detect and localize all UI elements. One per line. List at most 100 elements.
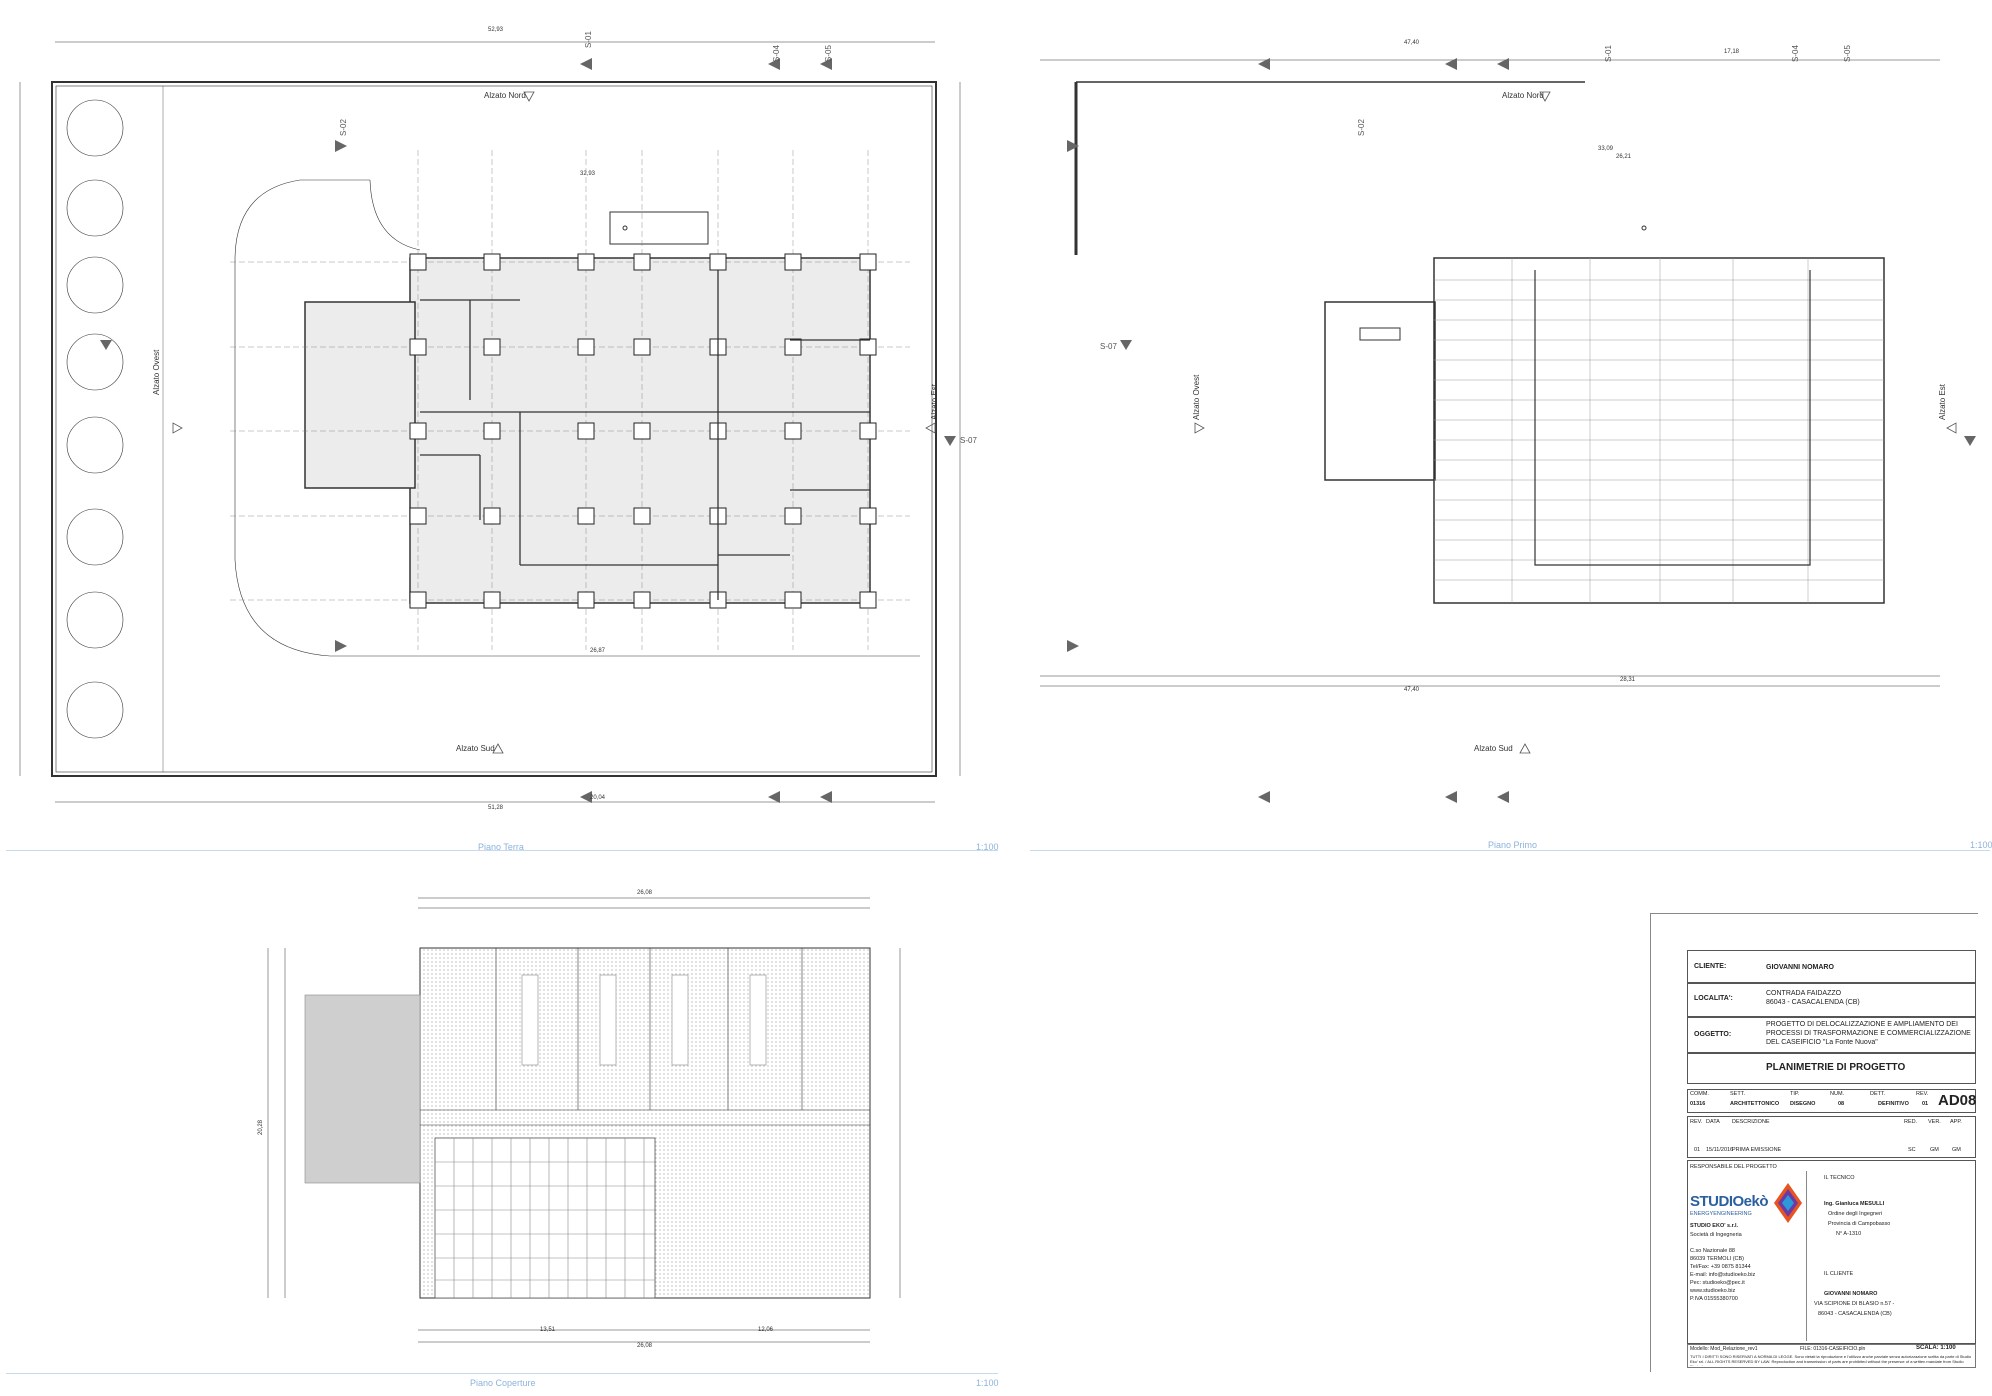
primo-top-dimension: 17,18 [1724, 49, 1740, 55]
primo-section-s04: S-04 [1791, 45, 1800, 62]
localita-label: LOCALITA': [1694, 995, 1733, 1002]
footer-scale: SCALA: 1:100 [1916, 1345, 1956, 1351]
alzato-sud-label: Alzato Sud [456, 744, 495, 753]
oggetto-line3: DEL CASEIFICIO "La Fonte Nuova" [1766, 1039, 1878, 1046]
responsabile-divider [1806, 1171, 1807, 1341]
num-value: 08 [1838, 1101, 1845, 1107]
primo-section-s07: S-07 [1100, 342, 1117, 351]
primo-sub-dimension: 26,21 [1616, 154, 1632, 160]
tecnico-name: Ing. Gianluca MESULLI [1824, 1201, 1885, 1207]
sett-label: SETT. [1730, 1091, 1745, 1097]
tecnico-number: N° A-1310 [1836, 1231, 1862, 1237]
red-col-header: RED. [1904, 1119, 1918, 1125]
section-label-s02: S-02 [339, 119, 348, 136]
il-cliente-label: IL CLIENTE [1824, 1271, 1854, 1277]
piano-primo-drawing [1040, 58, 1976, 803]
revision-red: SC [1908, 1147, 1916, 1153]
tree-symbols [66, 99, 124, 739]
overall-dimension: 52,93 [488, 27, 504, 33]
sheet-title-row: PLANIMETRIE DI PROGETTO [1687, 1052, 1976, 1084]
coperture-bottom-dim-1: 13,51 [540, 1327, 556, 1333]
localita-line1: CONTRADA FAIDAZZO [1766, 990, 1842, 997]
descrizione-col-header: DESCRIZIONE [1732, 1119, 1770, 1125]
num-label: NUM. [1830, 1091, 1845, 1097]
primo-section-s01: S-01 [1604, 45, 1613, 62]
studio-address-line: P.IVA 01555380700 [1690, 1296, 1738, 1302]
revision-date: 15/11/2016 [1706, 1147, 1734, 1153]
sheet-title: PLANIMETRIE DI PROGETTO [1766, 1062, 1906, 1073]
tip-value: DISEGNO [1790, 1101, 1816, 1107]
bottom-sub-dimension: 20,04 [590, 795, 606, 801]
rev-label: REV. [1916, 1091, 1929, 1097]
piano-terra-scale: 1:100 [976, 842, 999, 852]
dett-label: DETT. [1870, 1091, 1886, 1097]
coperture-bottom-total: 26,08 [637, 1343, 653, 1349]
sheet-code: AD08 [1938, 1092, 1977, 1109]
dett-value: DEFINITIVO [1878, 1101, 1909, 1107]
studio-description: Società di Ingegneria [1690, 1232, 1742, 1238]
piano-coperture-drawing [267, 897, 901, 1343]
primo-bottom-sub: 28,31 [1620, 677, 1636, 683]
localita-line2: 86043 - CASACALENDA (CB) [1766, 999, 1860, 1006]
piano-terra-title-rule [6, 850, 998, 851]
primo-bottom-total: 47,40 [1404, 687, 1420, 693]
primo-alzato-nord-label: Alzato Nord [1502, 91, 1544, 100]
primo-section-s05: S-05 [1843, 45, 1852, 62]
piano-terra-drawing [19, 41, 961, 803]
cliente-row: CLIENTE: GIOVANNI NOMARO [1687, 950, 1976, 984]
sett-value: ARCHITETTONICO [1730, 1101, 1780, 1107]
tecnico-order: Ordine degli Ingegneri [1828, 1211, 1883, 1217]
responsabile-section: RESPONSABILE DEL PROGETTO STUDIOekò ENER… [1687, 1160, 1976, 1344]
studio-logo: STUDIOekò [1690, 1193, 1769, 1210]
revision-ver: GM [1930, 1147, 1939, 1153]
studio-address-line: Tel/Fax: +39 0875 81344 [1690, 1264, 1751, 1270]
primo-alzato-ovest-label: Alzato Ovest [1192, 374, 1201, 420]
section-label-s07: S-07 [960, 436, 977, 445]
localita-row: LOCALITA': CONTRADA FAIDAZZO 86043 - CAS… [1687, 982, 1976, 1018]
studio-address: C.so Nazionale 88 86039 TERMOLI (CB) Tel… [1690, 1247, 1755, 1303]
studio-address-line: www.studioeko.biz [1690, 1288, 1736, 1294]
rev-value: 01 [1922, 1101, 1929, 1107]
piano-primo-title: Piano Primo [1488, 840, 1538, 850]
studio-address-line: C.so Nazionale 88 [1690, 1248, 1735, 1254]
oggetto-line2: PROCESSI DI TRASFORMAZIONE E COMMERCIALI… [1766, 1030, 1971, 1037]
oggetto-label: OGGETTO: [1694, 1031, 1732, 1038]
il-tecnico-label: IL TECNICO [1824, 1175, 1855, 1181]
coperture-bottom-dim-2: 12,06 [758, 1327, 774, 1333]
oggetto-line1: PROGETTO DI DELOCALIZZAZIONE E AMPLIAMEN… [1766, 1021, 1958, 1028]
coperture-height-dim: 20,28 [258, 1119, 264, 1135]
alzato-ovest-label: Alzato Ovest [152, 349, 161, 395]
piano-primo-title-rule [1030, 850, 1990, 851]
alzato-nord-label: Alzato Nord [484, 91, 526, 100]
title-block: CLIENTE: GIOVANNI NOMARO LOCALITA': CONT… [1650, 913, 1978, 1372]
studio-address-line: 86039 TERMOLI (CB) [1690, 1256, 1745, 1262]
section-label-s04: S-04 [772, 45, 781, 62]
piano-primo-scale: 1:100 [1970, 840, 1992, 850]
piano-coperture-scale: 1:100 [976, 1378, 999, 1388]
revision-number: 01 [1694, 1147, 1701, 1153]
alzato-est-label: Alzato Est [930, 383, 939, 420]
primo-alzato-est-label: Alzato Est [1938, 383, 1947, 420]
footer-disclaimer: TUTTI I DIRITTI SONO RISERVATI A NORMA D… [1690, 1354, 1972, 1366]
footer-model: Modello: Mod_Relazione_rev1 [1690, 1346, 1758, 1352]
section-label-s01: S-01 [584, 31, 593, 48]
tip-label: TIP. [1790, 1091, 1800, 1097]
cliente-address-line1: VIA SCIPIONE DI BLASIO n.57 - [1814, 1301, 1895, 1307]
cliente-signature-name: GIOVANNI NOMARO [1824, 1291, 1878, 1297]
cliente-label: CLIENTE: [1694, 963, 1727, 970]
cliente-value: GIOVANNI NOMARO [1766, 964, 1834, 971]
primo-overall-dimension: 47,40 [1404, 40, 1420, 46]
codes-row: COMM. 01316 SETT. ARCHITETTONICO TIP. DI… [1687, 1089, 1976, 1113]
footer-file: FILE: 01316-CASEIFICIO.pln [1800, 1346, 1866, 1352]
revision-description: PRIMA EMISSIONE [1732, 1147, 1782, 1153]
cliente-address-line2: 86043 - CASACALENDA (CB) [1818, 1311, 1892, 1317]
piano-coperture-title: Piano Coperture [470, 1378, 536, 1388]
primo-section-s02: S-02 [1357, 119, 1366, 136]
section-label-s05: S-05 [824, 45, 833, 62]
studio-address-line: E-mail: info@studioeko.biz [1690, 1272, 1756, 1278]
data-col-header: DATA [1706, 1119, 1720, 1125]
building-bottom-total: 26,87 [590, 648, 606, 654]
coperture-top-dimension: 26,08 [637, 890, 653, 896]
studio-logo-mark-icon [1774, 1183, 1802, 1223]
rev-col-header: REV. [1690, 1119, 1703, 1125]
